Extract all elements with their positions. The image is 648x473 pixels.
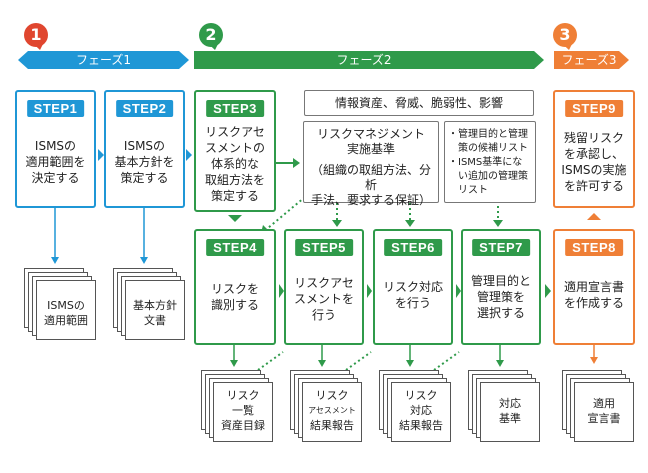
step5-text-line: 行う [311,308,336,322]
arrow-s2-s3 [186,149,192,161]
phase2-number: 2 [199,23,223,47]
step2-box: STEP2 ISMSの 基本方針を 策定する [104,90,185,208]
doc-text-line: 文書 [144,314,166,327]
step7-label: STEP7 [472,239,530,256]
phase2-banner [194,51,544,69]
criteria-title-line: リスクマネジメント [316,127,425,141]
arrow-s6-s7 [456,284,461,298]
step1-box: STEP1 ISMSの 適用範囲を 決定する [15,90,96,208]
phase2-label: フェーズ2 [336,53,392,67]
doc-text-line: 一覧 [232,404,254,417]
arrow-s3-s4 [228,215,242,222]
phase1-label: フェーズ1 [75,53,132,67]
controls-line: ・管理目的と管理 [448,129,528,140]
step3-text-line: リスクアセ [205,125,265,139]
step1-label: STEP1 [26,100,85,117]
arrow-s8-s9 [587,213,601,220]
step8-text-line: を作成する [563,296,624,310]
step9-text-line: を許可する [563,179,624,193]
criteria-box: リスクマネジメント 実施基準 （組織の取組方法、分析 手法、要求する保証） [303,121,439,207]
criteria-sub-line: （組織の取組方法、分析 [310,163,431,192]
step7-box: STEP7 管理目的と 管理策を 選択する [461,229,541,345]
step7-text-line: 管理目的と [470,274,531,288]
step1-text-line: ISMSの [34,139,77,153]
controls-line: リスト [448,185,488,196]
step7-text-line: 管理策を [476,290,525,304]
step3-text-line: スメントの [204,141,265,155]
step1-text-line: 適用範囲を [25,155,86,169]
doc-response-criteria: 対応 基準 [468,370,540,442]
step5-text-line: リスクアセ [294,276,354,290]
controls-list-box: ・管理目的と管理 策の候補リスト ・ISMS基準にな い追加の管理策 リスト [444,121,536,203]
step6-text-line: を行う [394,296,431,310]
phase1-number: 1 [24,23,48,47]
doc-text-line: 対応 [499,397,521,410]
doc-text-line: 宣言書 [587,412,621,425]
phase3-banner [554,51,629,69]
step9-text-line: ISMSの実施 [561,163,627,177]
doc-text-line: ISMSの [47,299,85,312]
doc-text-line: 結果報告 [399,419,443,432]
step4-text-line: リスクを [210,282,259,296]
step2-text-line: ISMSの [123,139,166,153]
doc-text-line: 結果報告 [310,419,354,432]
doc-text-line: 資産目録 [221,419,265,432]
step3-text-line: 策定する [210,189,259,203]
step8-text-line: 適用宣言書 [563,280,624,294]
controls-line: ・ISMS基準にな [448,157,523,168]
step6-label: STEP6 [384,239,442,256]
step9-text-line: 残留リスク [563,131,624,145]
doc-isms-scope: ISMSの 適用範囲 [24,268,96,340]
step5-box: STEP5 リスクアセ スメントを 行う [284,229,364,345]
doc-text-line: 適用 [593,397,615,410]
step8-box: STEP8 適用宣言書 を作成する [553,229,635,345]
step4-box: STEP4 リスクを 識別する [194,229,276,345]
step1-text-line: 決定する [31,171,80,185]
doc-assessment-report: リスク アセスメント 結果報告 [290,370,362,442]
phase3-number: 3 [553,23,577,47]
step3-text-line: 取組方法を [204,173,265,187]
step5-text-line: スメントを [293,292,354,306]
arrow-s1-s2 [98,149,104,161]
assets-text: 情報資産、脅威、脆弱性、影響 [334,96,503,110]
step3-label: STEP3 [206,100,264,117]
step2-text-line: 基本方針を [114,155,175,169]
step3-box: STEP3 リスクアセ スメントの 体系的な 取組方法を 策定する [194,90,276,212]
step6-text-line: リスク対応 [382,280,443,294]
controls-line: 策の候補リスト [448,143,528,154]
doc-text-line: リスク [404,389,438,402]
step9-text-line: を承認し、 [563,147,624,161]
doc-text-line: 基本方針 [133,299,177,312]
doc-risk-list: リスク 一覧 資産目録 [201,370,273,442]
step4-label: STEP4 [206,239,264,256]
doc-basic-policy: 基本方針 文書 [113,268,185,340]
step8-label: STEP8 [565,239,623,256]
doc-statement-of-applicability: 適用 宣言書 [562,370,634,442]
doc-text-line: リスク [226,389,260,402]
arrow-s5-s6 [367,284,372,298]
step3-text-line: 体系的な [210,157,259,171]
arrow-s4-s5 [279,284,284,298]
step9-label: STEP9 [565,100,623,117]
step5-label: STEP5 [295,239,353,256]
arrow-s7-s8 [545,284,551,298]
phase1-banner [18,51,189,69]
step9-box: STEP9 残留リスク を承認し、 ISMSの実施 を許可する [553,90,635,208]
criteria-sub-line: 手法、要求する保証） [310,193,431,207]
controls-line: い追加の管理策 [448,171,528,182]
step4-text-line: 識別する [210,298,259,312]
step7-text-line: 選択する [476,306,525,320]
doc-text-line: アセスメント [308,406,356,415]
criteria-title-line: 実施基準 [346,142,395,156]
step2-text-line: 策定する [120,171,169,185]
phase3-label: フェーズ3 [561,53,617,67]
step6-box: STEP6 リスク対応 を行う [373,229,453,345]
doc-text-line: リスク [315,389,349,402]
doc-text-line: 基準 [499,412,521,425]
doc-text-line: 適用範囲 [44,314,88,327]
assets-box: 情報資産、脅威、脆弱性、影響 [304,90,534,116]
step2-label: STEP2 [115,100,174,117]
doc-text-line: 対応 [410,404,432,417]
doc-treatment-report: リスク 対応 結果報告 [379,370,451,442]
